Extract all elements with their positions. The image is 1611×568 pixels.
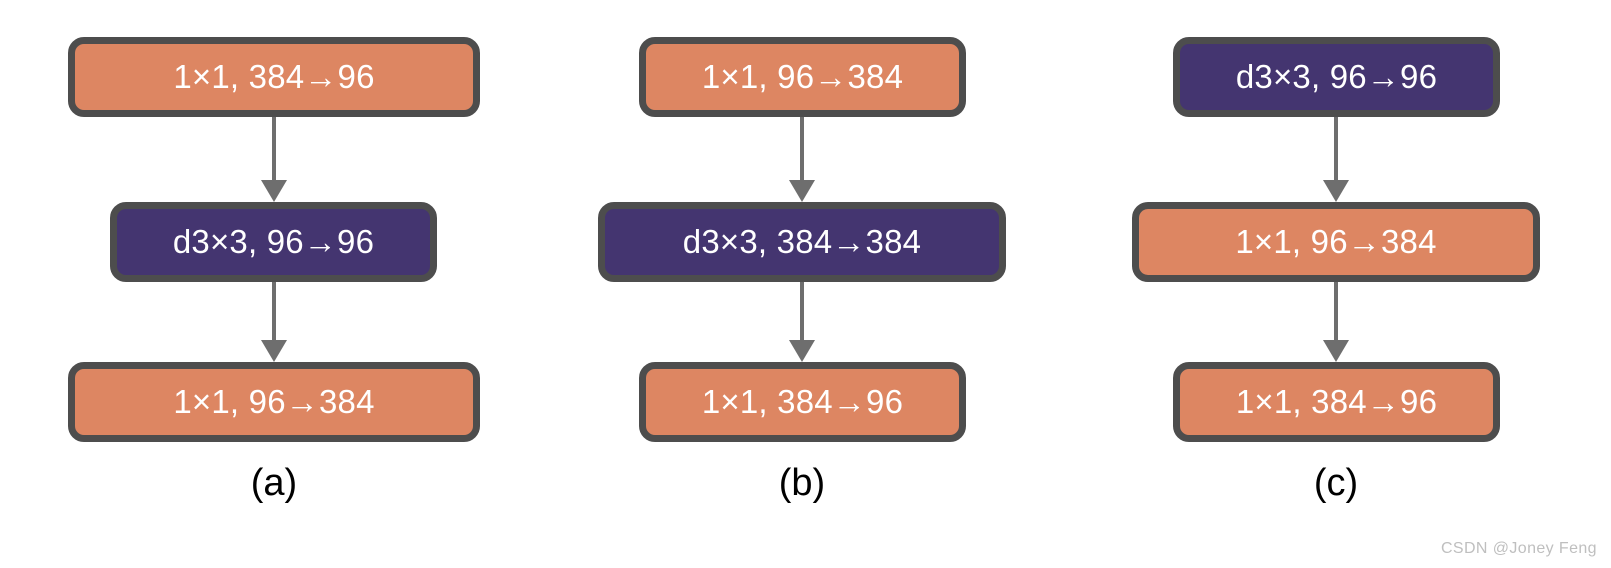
arrow-head (1323, 180, 1349, 202)
block-node-b-1: 1×1, 96→384 (639, 37, 966, 117)
arrow-head (1323, 340, 1349, 362)
arrow-shaft (1334, 282, 1338, 341)
block-node-c-2: 1×1, 96→384 (1132, 202, 1540, 282)
arrow-shaft (1334, 117, 1338, 181)
arrow-shaft (272, 282, 276, 341)
arrow-a-2-to-3 (261, 282, 287, 362)
block-node-a-2: d3×3, 96→96 (110, 202, 437, 282)
arrow-c-2-to-3 (1323, 282, 1349, 362)
arrow-shaft (800, 282, 804, 341)
arrow-a-1-to-2 (261, 117, 287, 202)
arrow-head (261, 180, 287, 202)
caption-b: (b) (778, 462, 826, 504)
arrow-head (261, 340, 287, 362)
arrow-shaft (800, 117, 804, 181)
arrow-b-2-to-3 (789, 282, 815, 362)
arrow-head (789, 180, 815, 202)
arrow-head (789, 340, 815, 362)
caption-a: (a) (250, 462, 298, 504)
arrow-shaft (272, 117, 276, 181)
arrow-c-1-to-2 (1323, 117, 1349, 202)
arrow-b-1-to-2 (789, 117, 815, 202)
block-node-b-3: 1×1, 384→96 (639, 362, 966, 442)
block-node-a-3: 1×1, 96→384 (68, 362, 480, 442)
caption-c: (c) (1313, 462, 1359, 504)
block-column-a: 1×1, 384→96 d3×3, 96→96 1×1, 96→384 (a) (68, 0, 480, 520)
watermark: CSDN @Joney Feng (1440, 540, 1597, 557)
block-node-b-2: d3×3, 384→384 (598, 202, 1006, 282)
block-node-c-1: d3×3, 96→96 (1173, 37, 1500, 117)
block-node-a-1: 1×1, 384→96 (68, 37, 480, 117)
block-column-b: 1×1, 96→384 d3×3, 384→384 1×1, 384→96 (b… (598, 0, 1006, 520)
block-node-c-3: 1×1, 384→96 (1173, 362, 1500, 442)
block-column-c: d3×3, 96→96 1×1, 96→384 1×1, 384→96 (c) (1132, 0, 1540, 520)
